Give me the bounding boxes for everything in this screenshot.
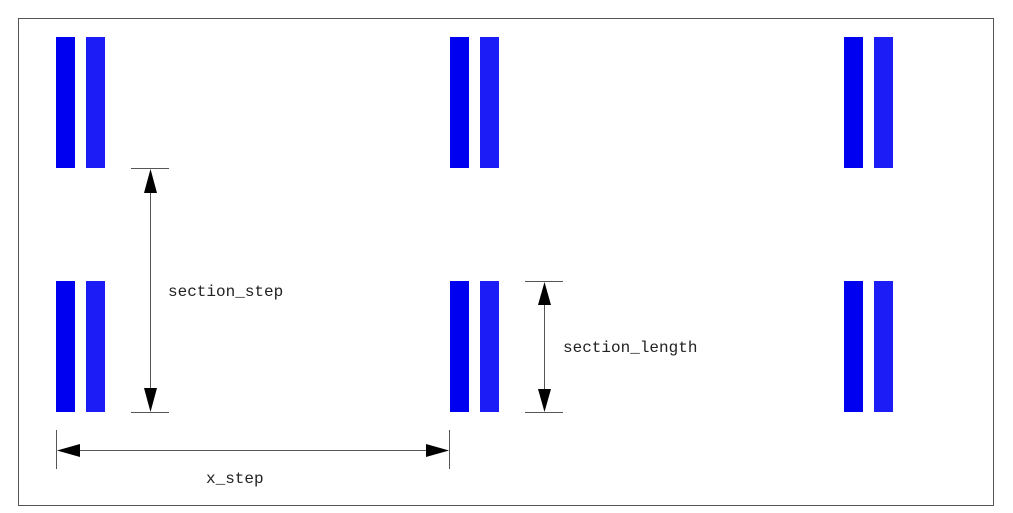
- bar-pair: [450, 37, 499, 168]
- bar-left: [56, 281, 75, 412]
- section-step-arrow-up: [144, 169, 157, 193]
- section-step-arrow-down: [144, 388, 157, 412]
- bar-right: [480, 37, 499, 168]
- bar-pair: [56, 37, 105, 168]
- bar-pair: [844, 37, 893, 168]
- bar-left: [450, 37, 469, 168]
- section-step-label: section_step: [168, 283, 283, 301]
- bar-right: [874, 281, 893, 412]
- bar-right: [480, 281, 499, 412]
- bar-left: [450, 281, 469, 412]
- section-length-label: section_length: [563, 339, 697, 357]
- bar-right: [86, 37, 105, 168]
- bar-pair: [844, 281, 893, 412]
- bar-left: [844, 37, 863, 168]
- section-length-arrow-down: [538, 389, 551, 412]
- x-step-arrow-left: [57, 444, 80, 457]
- bar-pair: [450, 281, 499, 412]
- section-length-arrow-up: [538, 282, 551, 305]
- bar-grid: [56, 37, 893, 412]
- diagram-frame: [18, 18, 994, 506]
- section-length-dimension: section_length: [525, 281, 697, 413]
- x-step-arrow-right: [426, 444, 449, 457]
- x-step-dimension: x_step: [56, 430, 450, 488]
- bar-right: [874, 37, 893, 168]
- x-step-label: x_step: [206, 470, 264, 488]
- section-step-dimension: section_step: [131, 168, 283, 413]
- bar-left: [56, 37, 75, 168]
- bar-right: [86, 281, 105, 412]
- bar-pair: [56, 281, 105, 412]
- bar-left: [844, 281, 863, 412]
